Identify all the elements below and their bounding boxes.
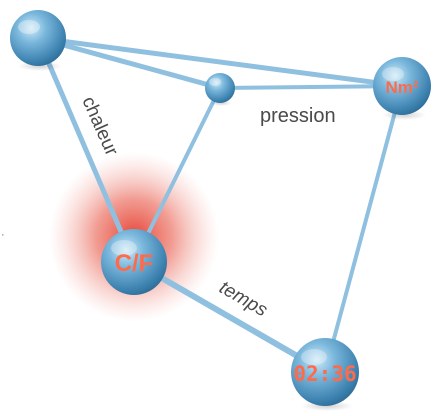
edge-nm2-to-time bbox=[323, 84, 404, 374]
time-display-text: 02:36 bbox=[293, 362, 356, 386]
node-small-sphere bbox=[205, 73, 235, 106]
edge-mark: · bbox=[1, 229, 5, 241]
edges bbox=[35, 35, 405, 375]
pressure-unit-text: Nm² bbox=[385, 78, 418, 97]
edge-small-to-nm2 bbox=[218, 84, 404, 90]
edge-top-left-to-nm2 bbox=[35, 35, 405, 89]
edge-temps bbox=[131, 259, 328, 375]
node-temperature-sphere: C/F bbox=[101, 229, 167, 295]
node-top-left-sphere bbox=[10, 10, 66, 71]
temperature-unit-text: C/F bbox=[115, 250, 154, 277]
node-time-sphere: 02:36 bbox=[291, 338, 359, 411]
edge-chaleur bbox=[35, 35, 137, 265]
label-pression: pression bbox=[260, 105, 336, 127]
edge-top-left-to-small bbox=[35, 35, 223, 91]
node-pressure-sphere: Nm² bbox=[373, 57, 431, 120]
